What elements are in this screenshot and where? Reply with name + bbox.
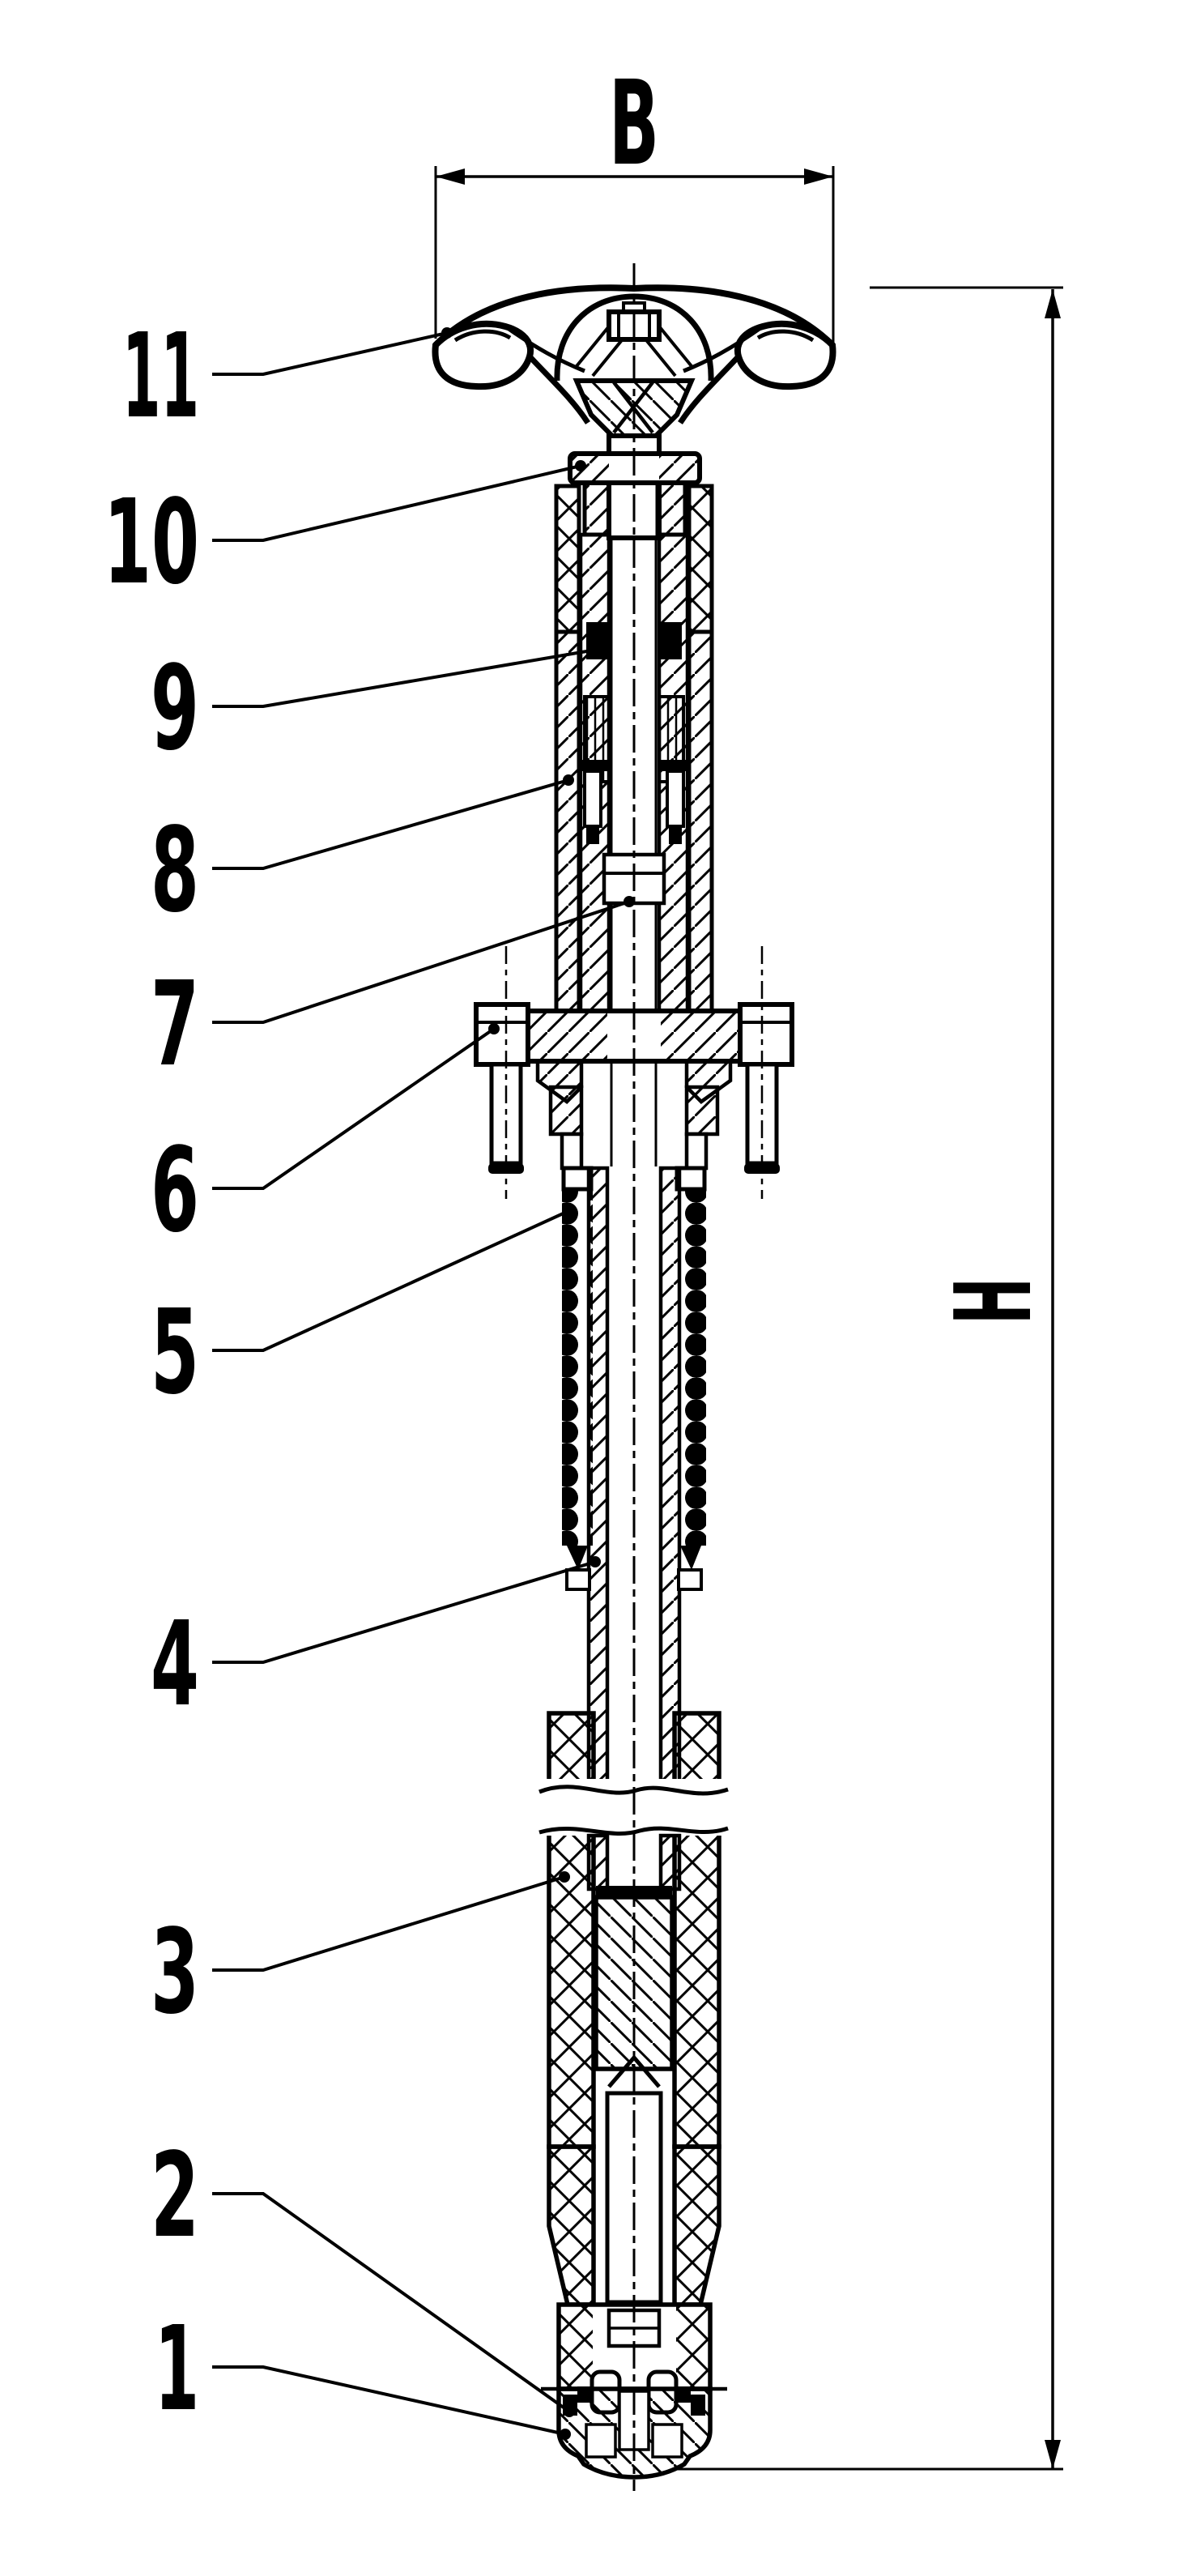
yoke-flange-hatch-right bbox=[661, 1013, 738, 1060]
tip-cutout-right bbox=[651, 2423, 683, 2459]
leader-dot-10 bbox=[575, 460, 586, 471]
pin-cap-left bbox=[578, 760, 607, 771]
leader-dot-5 bbox=[563, 1205, 574, 1217]
pin-tip-right bbox=[669, 826, 682, 844]
leader-dot-2 bbox=[564, 2406, 575, 2417]
body-wall-left bbox=[547, 1711, 596, 2149]
leader-11 bbox=[212, 331, 448, 376]
gland-step-left bbox=[548, 1085, 584, 1137]
callout-label-4: 4 bbox=[151, 1596, 199, 1732]
leader-3 bbox=[212, 1875, 565, 1972]
leader-4 bbox=[212, 1560, 596, 1664]
leader-5 bbox=[212, 1209, 569, 1352]
bellows-left bbox=[562, 1189, 593, 1546]
handwheel-spoke-right bbox=[678, 354, 741, 424]
tip-cutout-left bbox=[585, 2423, 617, 2459]
packing-rings-left bbox=[586, 622, 609, 659]
leader-dot-11 bbox=[441, 327, 453, 339]
pin-body-right bbox=[666, 770, 685, 828]
callout-label-7: 7 bbox=[151, 956, 199, 1092]
bonnet bbox=[554, 484, 714, 1166]
leader-dot-4 bbox=[590, 1556, 601, 1567]
inner-tube-stub-right bbox=[658, 1833, 682, 1891]
callout-label-1: 1 bbox=[155, 2301, 199, 2437]
inner-tube-stub-left bbox=[586, 1833, 610, 1891]
b-dimension-label: B bbox=[609, 55, 659, 191]
leader-dot-6 bbox=[488, 1023, 500, 1034]
h-dimension-label: H bbox=[932, 1277, 1055, 1324]
leader-dot-8 bbox=[563, 774, 574, 786]
bonnet-wall-left bbox=[554, 629, 581, 1019]
h-arrow-bottom bbox=[1045, 2440, 1061, 2469]
callout-label-2: 2 bbox=[151, 2127, 199, 2263]
gland-lip-right bbox=[684, 1132, 709, 1171]
callout-labels: 11 10 9 8 7 6 5 4 3 2 1 bbox=[104, 308, 199, 2437]
leader-dot-9 bbox=[600, 642, 611, 654]
handwheel-rim-left-detail bbox=[453, 329, 512, 343]
b-arrow-left bbox=[436, 168, 465, 185]
b-dimension bbox=[434, 166, 835, 348]
callout-label-9: 9 bbox=[151, 640, 199, 776]
gland-step-right bbox=[684, 1085, 720, 1137]
seat-block-hatch-left bbox=[560, 2306, 593, 2387]
packing-nut-neck-right bbox=[655, 480, 687, 537]
leader-6 bbox=[212, 1027, 496, 1190]
seat-block-hatch-right bbox=[676, 2306, 709, 2387]
leader-7 bbox=[212, 900, 630, 1024]
leader-dot-1 bbox=[560, 2429, 571, 2440]
bellows-collar-left bbox=[565, 1568, 591, 1591]
tip-seal-right bbox=[691, 2395, 705, 2416]
pin-body-left bbox=[583, 770, 602, 828]
h-arrow-top bbox=[1045, 289, 1061, 318]
leader-dot-7 bbox=[624, 896, 635, 907]
bellows-right bbox=[675, 1189, 706, 1546]
bonnet-wall-right bbox=[687, 629, 714, 1019]
callout-leaders bbox=[212, 327, 635, 2440]
handwheel-rim-right-detail bbox=[756, 329, 815, 343]
gland-lip-left bbox=[560, 1132, 584, 1171]
bolt-head-right bbox=[738, 1002, 794, 1067]
callout-label-5: 5 bbox=[151, 1284, 199, 1420]
pin-cap-right bbox=[661, 760, 690, 771]
handwheel-spoke-left bbox=[527, 354, 590, 424]
h-dimension bbox=[675, 286, 1063, 2471]
leader-2 bbox=[212, 2192, 571, 2413]
callout-label-11: 11 bbox=[122, 308, 199, 444]
seat-assembly bbox=[541, 2302, 727, 2480]
bellows-end-left bbox=[567, 1546, 588, 1570]
packing-nut-neck-left bbox=[582, 480, 611, 537]
bonnet-knurl-right bbox=[687, 484, 714, 634]
leader-8 bbox=[212, 778, 569, 870]
callout-label-10: 10 bbox=[104, 474, 199, 610]
callout-label-3: 3 bbox=[151, 1904, 199, 2040]
packing-nut-flange-hatch-right bbox=[659, 455, 698, 481]
break-line-lower bbox=[538, 1826, 729, 1836]
bellows-end-right bbox=[680, 1546, 701, 1570]
handwheel-spoke-left-inner bbox=[504, 324, 585, 373]
b-arrow-right bbox=[804, 168, 833, 185]
bonnet-knurl-left bbox=[554, 484, 581, 634]
leader-9 bbox=[212, 646, 607, 708]
handwheel bbox=[432, 284, 836, 438]
callout-label-8: 8 bbox=[151, 802, 199, 938]
bellows bbox=[562, 1189, 706, 1591]
leader-1 bbox=[212, 2365, 566, 2436]
leader-dot-3 bbox=[559, 1871, 570, 1883]
handwheel-spoke-right-inner bbox=[683, 324, 764, 373]
bellows-collar-right bbox=[677, 1568, 703, 1591]
body-wall-right bbox=[672, 1711, 721, 2149]
packing-rings-right bbox=[659, 622, 682, 659]
pin-tip-left bbox=[586, 826, 599, 844]
break-line-upper bbox=[538, 1785, 729, 1796]
leader-10 bbox=[212, 464, 581, 542]
yoke-flange-hatch-left bbox=[530, 1013, 607, 1060]
callout-label-6: 6 bbox=[151, 1122, 199, 1258]
